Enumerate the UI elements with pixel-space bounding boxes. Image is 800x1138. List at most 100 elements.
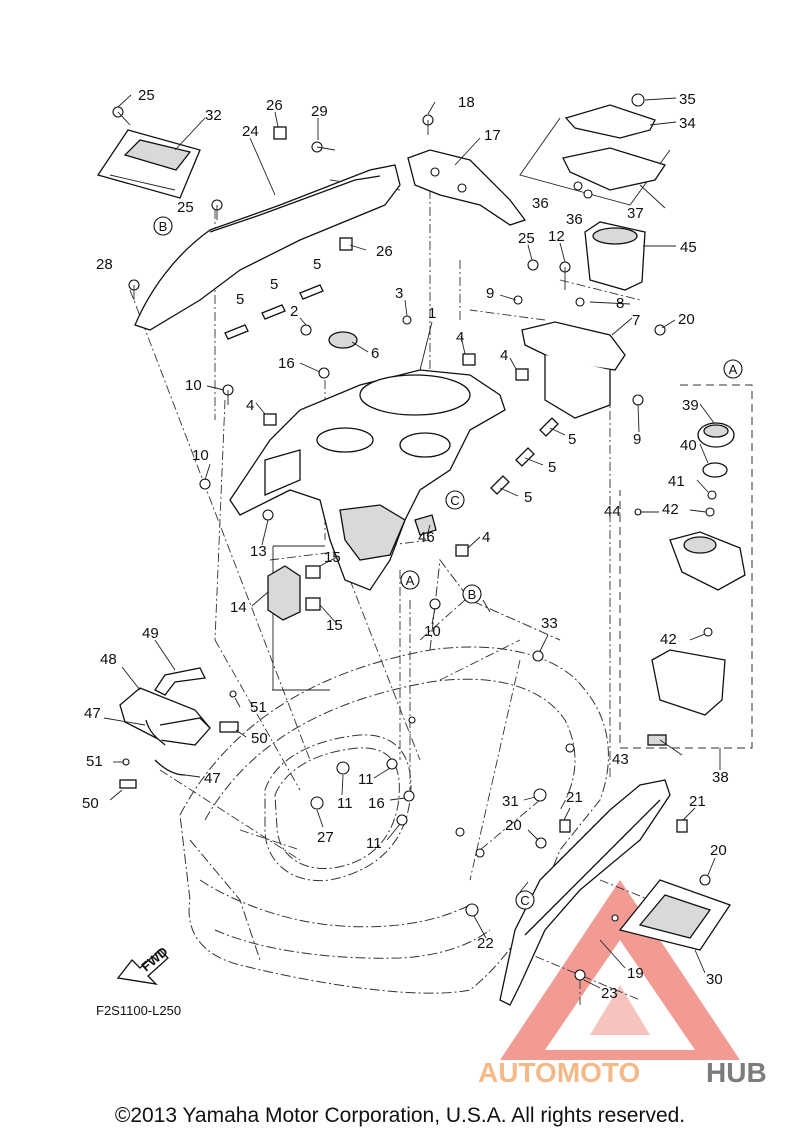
part-24-deck-cover [134, 164, 401, 331]
label-part-33: 33 [541, 615, 558, 632]
label-part-20-a: 20 [678, 311, 695, 328]
label-part-30: 30 [706, 971, 723, 988]
group-box-38 [619, 384, 753, 749]
part-7-bracket [521, 321, 626, 419]
label-part-11-c: 11 [366, 835, 382, 852]
part-1-main-console [229, 369, 506, 591]
part-47-strap-a [145, 719, 166, 746]
part-34-lid [564, 104, 656, 139]
label-part-10-b: 10 [192, 447, 209, 464]
label-part-5-b: 5 [270, 276, 278, 293]
label-part-42-b: 42 [660, 631, 677, 648]
label-part-6: 6 [371, 345, 379, 362]
label-part-15-a: 15 [324, 549, 341, 566]
label-part-49: 49 [142, 625, 159, 642]
label-part-45: 45 [680, 239, 697, 256]
label-part-47-b: 47 [204, 770, 221, 787]
label-part-5-d: 5 [568, 431, 576, 448]
watermark-text-hub: HUB [706, 1057, 767, 1088]
label-part-7: 7 [632, 312, 640, 329]
label-part-9-a: 9 [486, 285, 494, 302]
label-part-21-a: 21 [566, 789, 583, 806]
label-part-43: 43 [612, 751, 629, 768]
part-49-bracket [154, 667, 206, 696]
label-part-26-b: 26 [376, 243, 393, 260]
part-40-gasket [702, 462, 728, 478]
part-15-clips [305, 565, 321, 611]
label-part-31: 31 [502, 793, 519, 810]
label-part-11-b: 11 [337, 795, 353, 812]
label-part-38: 38 [712, 769, 729, 786]
part-26-clips [273, 126, 353, 251]
callout-b-top: B [153, 216, 173, 236]
label-part-27: 27 [317, 829, 334, 846]
label-part-10-a: 10 [185, 377, 202, 394]
callout-a-top: A [723, 359, 743, 379]
label-part-47-a: 47 [84, 705, 101, 722]
label-part-4-c: 4 [246, 397, 254, 414]
label-part-44: 44 [604, 503, 621, 520]
label-part-11-a: 11 [358, 771, 374, 788]
label-part-12: 12 [548, 228, 565, 245]
callout-c-top: C [445, 490, 465, 510]
callout-c-bottom: C [515, 890, 535, 910]
label-part-9-b: 9 [633, 431, 641, 448]
svg-text:B: B [468, 587, 477, 602]
callout-b-bottom: B [462, 584, 482, 604]
label-part-13: 13 [250, 543, 267, 560]
assembly-lines [129, 179, 701, 1005]
label-part-41: 41 [668, 473, 685, 490]
label-part-29: 29 [311, 103, 328, 120]
label-part-25-c: 25 [518, 230, 535, 247]
label-part-17: 17 [484, 127, 501, 144]
part-17-panel [407, 149, 527, 226]
label-part-25: 25 [138, 87, 155, 104]
label-part-36: 36 [532, 195, 549, 212]
group-bracket-14 [272, 545, 330, 691]
svg-text:A: A [406, 573, 415, 588]
label-part-3: 3 [395, 285, 403, 302]
part-48-cover [119, 687, 211, 746]
label-part-19: 19 [627, 965, 644, 982]
label-part-51-b: 51 [86, 753, 103, 770]
label-part-23: 23 [601, 985, 618, 1002]
label-part-16-a: 16 [278, 355, 295, 372]
part-47-strap-b [154, 759, 186, 776]
label-part-18: 18 [458, 94, 475, 111]
part-number-labels: 25 32 26 29 24 18 17 35 34 36 36 37 25 2… [82, 87, 729, 1002]
part-39-filler-cap [697, 422, 735, 448]
callout-a-bottom: A [400, 570, 420, 590]
copyright-notice: ©2013 Yamaha Motor Corporation, U.S.A. A… [114, 1104, 686, 1127]
label-part-26: 26 [266, 97, 283, 114]
label-part-34: 34 [679, 115, 696, 132]
label-part-48: 48 [100, 651, 117, 668]
label-part-1: 1 [428, 305, 436, 322]
label-part-4-b: 4 [500, 347, 508, 364]
part-44-filler-neck [669, 531, 746, 591]
diagram-reference-code: F2S1100-L250 [96, 1003, 182, 1018]
label-part-22: 22 [477, 935, 494, 952]
label-part-24: 24 [242, 123, 259, 140]
label-part-36-b: 36 [566, 211, 583, 228]
label-part-10-c: 10 [424, 623, 441, 640]
label-part-21-b: 21 [689, 793, 706, 810]
part-37-lid-inner [562, 147, 667, 191]
label-part-2: 2 [290, 303, 298, 320]
label-part-16-b: 16 [368, 795, 385, 812]
watermark-logo [500, 880, 740, 1060]
label-part-8: 8 [616, 295, 624, 312]
svg-text:B: B [159, 219, 168, 234]
svg-text:A: A [729, 362, 738, 377]
svg-text:C: C [450, 493, 459, 508]
svg-text:C: C [520, 893, 529, 908]
label-part-50-b: 50 [82, 795, 99, 812]
part-43-tray [647, 649, 726, 746]
label-part-28: 28 [96, 256, 113, 273]
label-part-25-b: 25 [177, 199, 194, 216]
label-part-40: 40 [680, 437, 697, 454]
label-part-4-a: 4 [456, 329, 464, 346]
part-14-bracket [267, 565, 301, 621]
part-32-vent-grill [96, 129, 201, 199]
label-part-50-a: 50 [251, 730, 268, 747]
label-part-39: 39 [682, 397, 699, 414]
